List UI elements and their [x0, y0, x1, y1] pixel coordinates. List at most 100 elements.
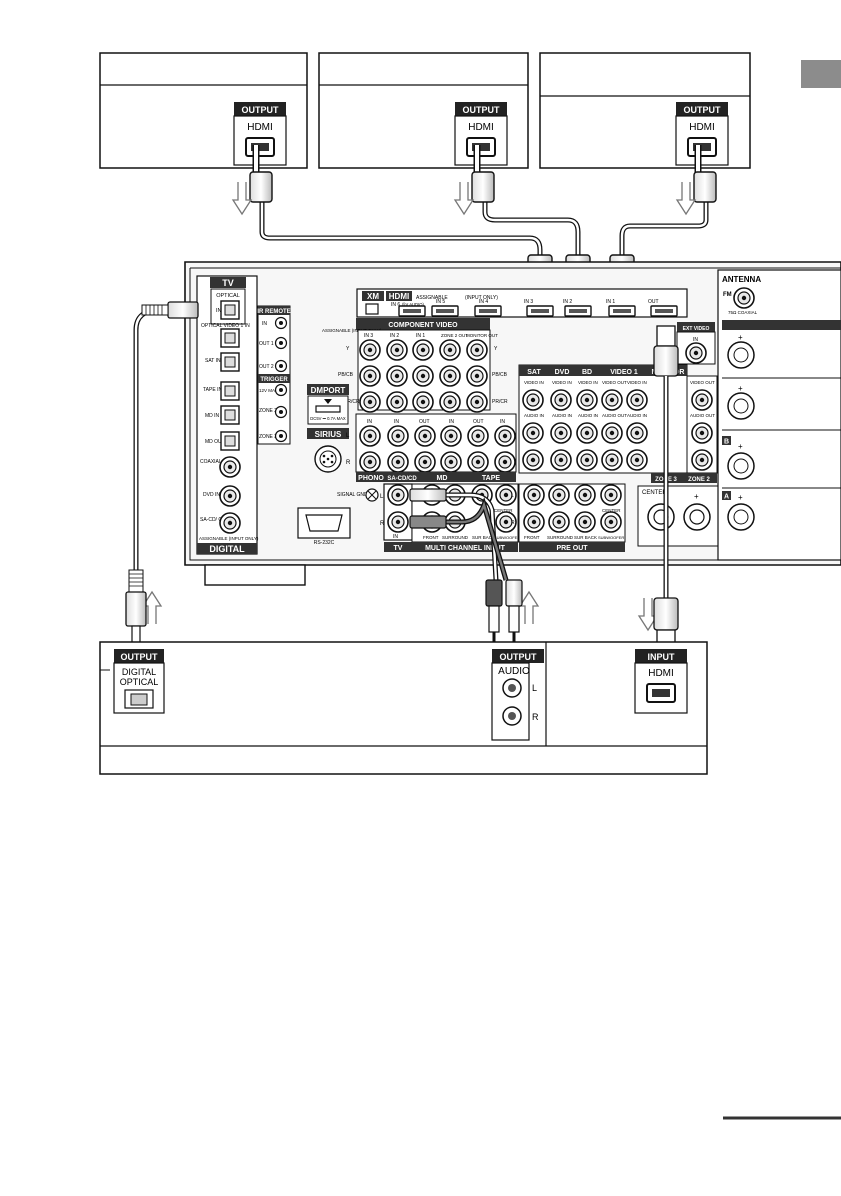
analog-audio-jack[interactable]: [414, 451, 436, 473]
analog-audio-jack[interactable]: [467, 451, 489, 473]
cv-y-label: Y: [346, 346, 350, 352]
output-label: OUTPUT: [463, 105, 501, 115]
component-video-jack[interactable]: [386, 365, 408, 387]
v1-video-in-label: VIDEO IN: [627, 380, 647, 385]
multi-sub-label: SUBWOOFER: [494, 535, 520, 540]
pre-center-label: CENTER: [602, 508, 621, 513]
component-video-jack[interactable]: [386, 339, 408, 361]
hdmi-label: HDMI: [689, 122, 715, 133]
tape-label: TAPE: [482, 475, 500, 482]
hdmi-panel: XM HDMI ASSIGNABLE (INPUT ONLY) IN 6 (fo…: [356, 288, 688, 318]
spk-plus-4: +: [738, 493, 743, 502]
cv-monitor-label: MONITOR OUT: [466, 333, 498, 338]
signal-arrows: [141, 182, 697, 632]
av-jack[interactable]: [601, 389, 623, 411]
digital-optical-line1: DIGITAL: [122, 667, 156, 677]
spk-plus-1: +: [738, 333, 743, 342]
ir-remote-label: IR REMOTE: [257, 309, 290, 315]
top-device-3: OUTPUT HDMI: [539, 52, 751, 169]
av-jack[interactable]: [626, 422, 648, 444]
antenna-label: ANTENNA: [722, 275, 761, 284]
analog-audio-jack[interactable]: [494, 451, 516, 473]
zone2-label: ZONE 2: [688, 477, 710, 483]
dmport-label: DMPORT: [311, 386, 346, 395]
analog-audio-jack[interactable]: [467, 425, 489, 447]
trigger-label: TRIGGER: [260, 377, 288, 383]
tv-r-label: R: [380, 521, 385, 527]
ir-out2-label: OUT 2: [259, 364, 274, 370]
component-video-jack[interactable]: [466, 339, 488, 361]
av-jack[interactable]: [576, 422, 598, 444]
component-video-jack[interactable]: [466, 365, 488, 387]
sirius-label: SIRIUS: [315, 430, 342, 439]
component-video-jack[interactable]: [439, 365, 461, 387]
dvd-video-in-label: VIDEO IN: [552, 380, 572, 385]
optical-md-out-label: MD OUT: [205, 439, 225, 445]
tv-output-label: OUTPUT: [121, 652, 159, 662]
hdmi-label: HDMI: [247, 122, 273, 133]
tv-hdmi-label: HDMI: [648, 668, 674, 679]
bd-video-in-label: VIDEO IN: [578, 380, 598, 385]
hdmi-in4-label: IN 4: [479, 299, 488, 305]
component-video-jack[interactable]: [412, 365, 434, 387]
sacd-in-label: IN: [394, 419, 399, 425]
dmport-panel: DMPORT DC5V ⎓ 0.7A MAX SIRIUS: [307, 384, 349, 473]
cv-pb-label: PB/CB: [338, 372, 354, 378]
component-video-jack[interactable]: [359, 391, 381, 413]
component-video-jack[interactable]: [466, 391, 488, 413]
hdmi-in5-label: IN 5: [436, 299, 445, 305]
hdmi-assignable-label: ASSIGNABLE: [416, 295, 448, 301]
multi-surback-label: SUR BACK: [472, 535, 495, 540]
analog-audio-jack[interactable]: [359, 425, 381, 447]
av-jack[interactable]: [550, 449, 572, 471]
coaxial-note: ASSIGNABLE (INPUT ONLY): [199, 536, 259, 541]
coaxial-bd-label: COAXIAL BD IN: [200, 459, 237, 465]
ir-out1-label: OUT 1: [259, 341, 274, 347]
component-video-jack[interactable]: [359, 339, 381, 361]
cv-assignable-label: ASSIGNABLE (INPUT ONLY): [322, 328, 382, 333]
av-jack[interactable]: [626, 389, 648, 411]
ext-video-label: EXT VIDEO: [683, 326, 710, 332]
analog-audio-jack[interactable]: [494, 425, 516, 447]
tv-in-label: IN: [393, 534, 398, 540]
component-video-jack[interactable]: [359, 365, 381, 387]
analog-r-label: R: [346, 460, 351, 466]
analog-audio-jack[interactable]: [387, 425, 409, 447]
av-jack[interactable]: [550, 389, 572, 411]
center-speaker-terminals: CENTER +: [637, 485, 719, 547]
optical-md-in-label: MD IN: [205, 413, 220, 419]
section-tab: [801, 60, 841, 88]
pre-out-panel: L R FRONT SURROUND SUR BACK SUBWOOFER CE…: [511, 483, 626, 552]
analog-audio-jack[interactable]: [440, 425, 462, 447]
av-jack[interactable]: [550, 422, 572, 444]
sat-video-in-label: VIDEO IN: [524, 380, 544, 385]
av-jack[interactable]: [601, 449, 623, 471]
av-jack[interactable]: [522, 389, 544, 411]
component-video-jack[interactable]: [412, 339, 434, 361]
audio-r-label: R: [532, 712, 539, 722]
av-jack[interactable]: [626, 449, 648, 471]
ext-in-label: IN: [693, 337, 698, 343]
optical-tape-label: TAPE IN: [203, 387, 222, 393]
component-video-jack[interactable]: [439, 391, 461, 413]
component-video-jack[interactable]: [439, 339, 461, 361]
optical-sat-label: SAT IN: [205, 358, 221, 364]
analog-audio-jack[interactable]: [414, 425, 436, 447]
fm-label: FM: [723, 292, 732, 298]
component-video-jack[interactable]: [386, 391, 408, 413]
phono-label: PHONO: [358, 475, 384, 482]
analog-audio-jack[interactable]: [387, 451, 409, 473]
analog-audio-jack[interactable]: [440, 451, 462, 473]
analog-audio-panel: L R IN IN OUT IN OUT IN PHONO SA-CD/CD M…: [346, 413, 517, 482]
av-jack[interactable]: [601, 422, 623, 444]
component-video-label: COMPONENT VIDEO: [388, 322, 458, 329]
analog-audio-jack[interactable]: [359, 451, 381, 473]
av-jack[interactable]: [522, 449, 544, 471]
av-jack[interactable]: [576, 389, 598, 411]
optical-video1-label: OPTICAL VIDEO 1 IN: [201, 323, 250, 329]
hdmi-cables-top: [252, 145, 709, 262]
av-jack[interactable]: [576, 449, 598, 471]
av-jack[interactable]: [522, 422, 544, 444]
component-video-jack[interactable]: [412, 391, 434, 413]
